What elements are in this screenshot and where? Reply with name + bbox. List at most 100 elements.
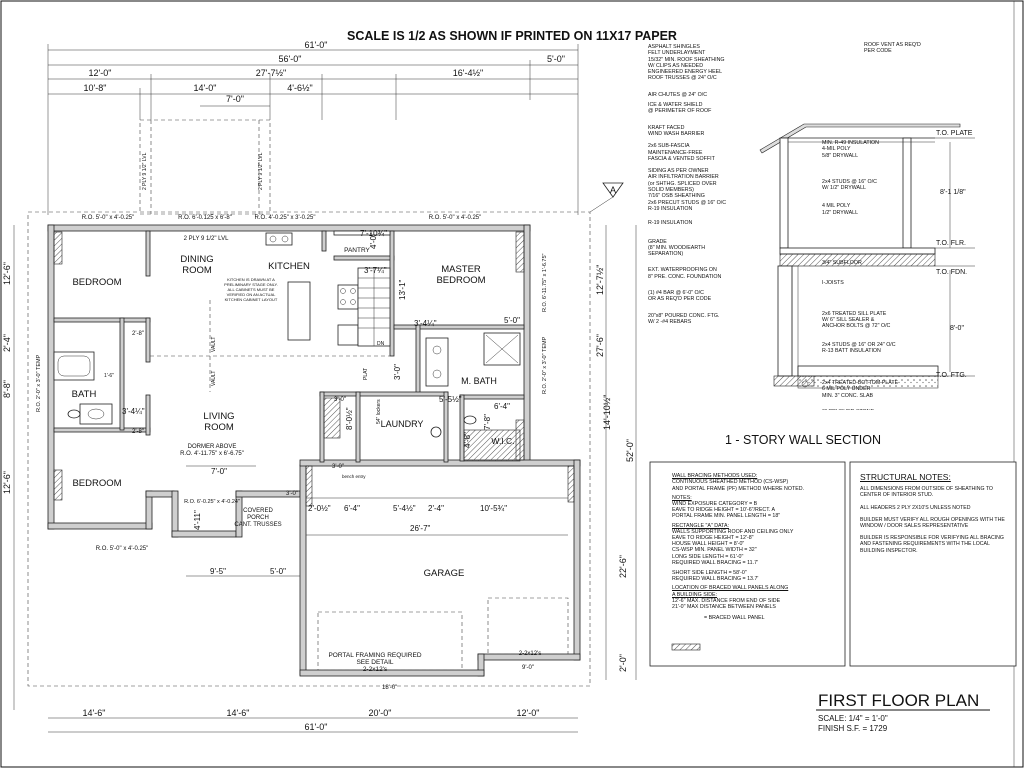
svg-text:5'-5½": 5'-5½" bbox=[439, 395, 462, 404]
svg-text:14'-6": 14'-6" bbox=[227, 708, 250, 718]
dormer-above: DORMER ABOVE bbox=[188, 444, 237, 450]
side-dimensions: 12'-6" 2'-4" 8'-8" 12'-6" 12'-7½" 27'-6"… bbox=[2, 225, 637, 710]
svg-text:3'-7¼": 3'-7¼" bbox=[364, 266, 387, 275]
plat: PLAT bbox=[363, 368, 369, 380]
top-dimensions: 61'-0" 56'-0" 5'-0" 12'-0" 27'-7½" 16'-4… bbox=[47, 40, 579, 215]
title-block: FIRST FLOOR PLAN SCALE: 1/4" = 1'-0" FIN… bbox=[816, 691, 990, 733]
ro-note-4: R.O. 5'-0" x 4'-0.25" bbox=[429, 215, 482, 221]
sec-right-item: 2x4 STUDS @ 16" O/C W/ 1/2" DRYWALL bbox=[822, 178, 877, 192]
sec-left-item: (1) #4 BAR @ 6'-0" O/C OR AS REQ'D PER C… bbox=[648, 290, 712, 303]
vanity bbox=[425, 337, 449, 387]
interior-walls bbox=[53, 230, 525, 463]
wall-section-drawing bbox=[759, 123, 961, 389]
lockers-label: 54" lockers bbox=[376, 399, 382, 424]
bottom-dimensions: 14'-6" 14'-6" 20'-0" 12'-0" 61'-0" bbox=[83, 708, 540, 732]
ro-note-left-temp: R.O. 2'-0" x 3'-0" TEMP bbox=[36, 354, 42, 412]
sec-right-item: 2x4 TREATED BOTTOM PLATE 6 MIL POLY UNDE… bbox=[822, 380, 899, 399]
range bbox=[337, 284, 359, 310]
roof-overhang bbox=[27, 211, 591, 687]
wall-section-levels: T.O. PLATE T.O. FLR. T.O. FDN. T.O. FTG.… bbox=[935, 130, 975, 379]
dim-14: 14'-0" bbox=[194, 83, 217, 93]
svg-text:3'-4¼": 3'-4¼" bbox=[122, 407, 145, 416]
sec-left-item: AIR CHUTES @ 24" O/C bbox=[648, 91, 708, 98]
svg-text:52'-0": 52'-0" bbox=[625, 439, 635, 462]
svg-text:8'-0": 8'-0" bbox=[950, 325, 964, 332]
svg-text:4'-0": 4'-0" bbox=[369, 233, 378, 249]
bathtub bbox=[53, 351, 95, 381]
dim-16: 16'-4½" bbox=[453, 68, 483, 78]
header-2x12: 2-2x12's bbox=[519, 651, 542, 657]
svg-text:8'-1 1/8": 8'-1 1/8" bbox=[940, 189, 966, 196]
sec-right-item: 6" CRUSHED STONE 4" PERF. DRAIN TILE bbox=[822, 409, 934, 410]
garage-doors bbox=[306, 497, 569, 671]
sec-right-item: 2x6 TREATED SILL PLATE W/ 6" SILL SEALER… bbox=[822, 310, 891, 330]
ro-note-2: R.O. 6'-0.125 x 6'-8" bbox=[178, 215, 232, 221]
svg-text:3'-0": 3'-0" bbox=[393, 364, 402, 380]
svg-text:2'-8": 2'-8" bbox=[132, 331, 144, 337]
braced-panels bbox=[53, 231, 575, 507]
room-garage: GARAGE bbox=[424, 568, 465, 579]
ply-label-1: 2 PLY 9 1/2" LVL bbox=[142, 152, 148, 190]
sec-right-item: 3/4" SUBFLOOR bbox=[822, 260, 862, 267]
room-bath: BATH bbox=[72, 389, 97, 400]
svg-text:2'-8": 2'-8" bbox=[132, 429, 144, 435]
sec-left-item: GRADE (8" MIN. WOOD/EARTH SEPARATION) bbox=[648, 238, 706, 258]
svg-text:9'-0": 9'-0" bbox=[522, 665, 534, 671]
dim-10: 10'-8" bbox=[84, 83, 107, 93]
toilet bbox=[67, 409, 81, 419]
vault-2: VAULT bbox=[211, 371, 217, 386]
svg-text:A: A bbox=[610, 185, 616, 195]
svg-text:5'-0": 5'-0" bbox=[504, 316, 520, 325]
svg-text:3'-0": 3'-0" bbox=[286, 491, 298, 497]
svg-text:6'-4": 6'-4" bbox=[344, 504, 360, 513]
wall-section-callouts: ASPHALT SHINGLES FELT UNDERLAYMENT 15/32… bbox=[648, 42, 934, 447]
svg-text:9'-5": 9'-5" bbox=[210, 567, 226, 576]
svg-text:12'-6": 12'-6" bbox=[2, 471, 12, 494]
ro-note-6: R.O. 5'-0" x 4'-0.25" bbox=[96, 546, 149, 552]
bench-entry: bench entry bbox=[342, 474, 366, 479]
room-kitchen: KITCHEN bbox=[268, 261, 310, 272]
svg-text:20'-0": 20'-0" bbox=[369, 708, 392, 718]
interior-dimension-texts: 7'-10¾" 4'-0" 3'-7¼" 13'-1" 3'-4¼" 5'-0"… bbox=[104, 229, 534, 691]
svg-text:6'-4": 6'-4" bbox=[494, 402, 510, 411]
svg-text:12'-6": 12'-6" bbox=[2, 262, 12, 285]
interior-dim-lines bbox=[48, 300, 578, 733]
lockers bbox=[323, 397, 341, 439]
room-mbath: M. BATH bbox=[461, 376, 497, 386]
svg-text:2'-0½": 2'-0½" bbox=[308, 504, 331, 513]
svg-text:27'-6": 27'-6" bbox=[595, 334, 605, 357]
lvl-note: 2 PLY 9 1/2" LVL bbox=[184, 236, 229, 242]
room-bedroom-1: BEDROOM bbox=[72, 277, 121, 288]
section-right-callouts: MIN. R-49 INSULATION 4-MIL POLY 5/8" DRY… bbox=[822, 140, 934, 410]
svg-text:2'-4": 2'-4" bbox=[428, 504, 444, 513]
sec-right-item: MIN. R-49 INSULATION 4-MIL POLY 5/8" DRY… bbox=[822, 140, 879, 159]
room-laundry: LAUNDRY bbox=[381, 419, 424, 429]
svg-text:3'-0": 3'-0" bbox=[332, 464, 344, 470]
plan-finish-sf: FINISH S.F. = 1729 bbox=[818, 724, 888, 733]
ro-note-3: R.O. 4'-0.25" x 3'-0.25" bbox=[255, 215, 316, 221]
sec-left-item: EXT. WATERPROOFING ON 8" PRE. CONC. FOUN… bbox=[648, 267, 722, 280]
svg-text:2'-0": 2'-0" bbox=[618, 654, 628, 672]
svg-text:3'-0": 3'-0" bbox=[334, 397, 346, 403]
dim-27: 27'-7½" bbox=[256, 68, 286, 78]
svg-text:7'-8": 7'-8" bbox=[483, 414, 492, 430]
svg-text:12'-0": 12'-0" bbox=[517, 708, 540, 718]
structural-box bbox=[849, 461, 1017, 667]
plan-title: FIRST FLOOR PLAN bbox=[818, 691, 979, 710]
svg-text:5'-0": 5'-0" bbox=[270, 567, 286, 576]
svg-text:7'-10¾": 7'-10¾" bbox=[360, 229, 387, 238]
bracing-notes: WALL BRACING METHODS USED:CONTINUOUS SHE… bbox=[672, 473, 804, 621]
dormer-outline: 2 PLY 9 1/2" LVL 2 PLY 9 1/2" LVL bbox=[139, 119, 271, 215]
mbath-toilet bbox=[463, 415, 477, 425]
roof-vent-note: ROOF VENT AS REQ'D PER CODE bbox=[864, 42, 921, 54]
braced-legend-swatch bbox=[671, 643, 701, 651]
svg-text:2'-4": 2'-4" bbox=[2, 334, 12, 352]
dim-5: 5'-0" bbox=[547, 54, 565, 64]
ply-label-2: 2 PLY 9 1/2" LVL bbox=[258, 152, 264, 190]
sec-left-item: 20"x8" POURED CONC. FTG. W/ 2 -#4 REBARS bbox=[648, 312, 720, 325]
